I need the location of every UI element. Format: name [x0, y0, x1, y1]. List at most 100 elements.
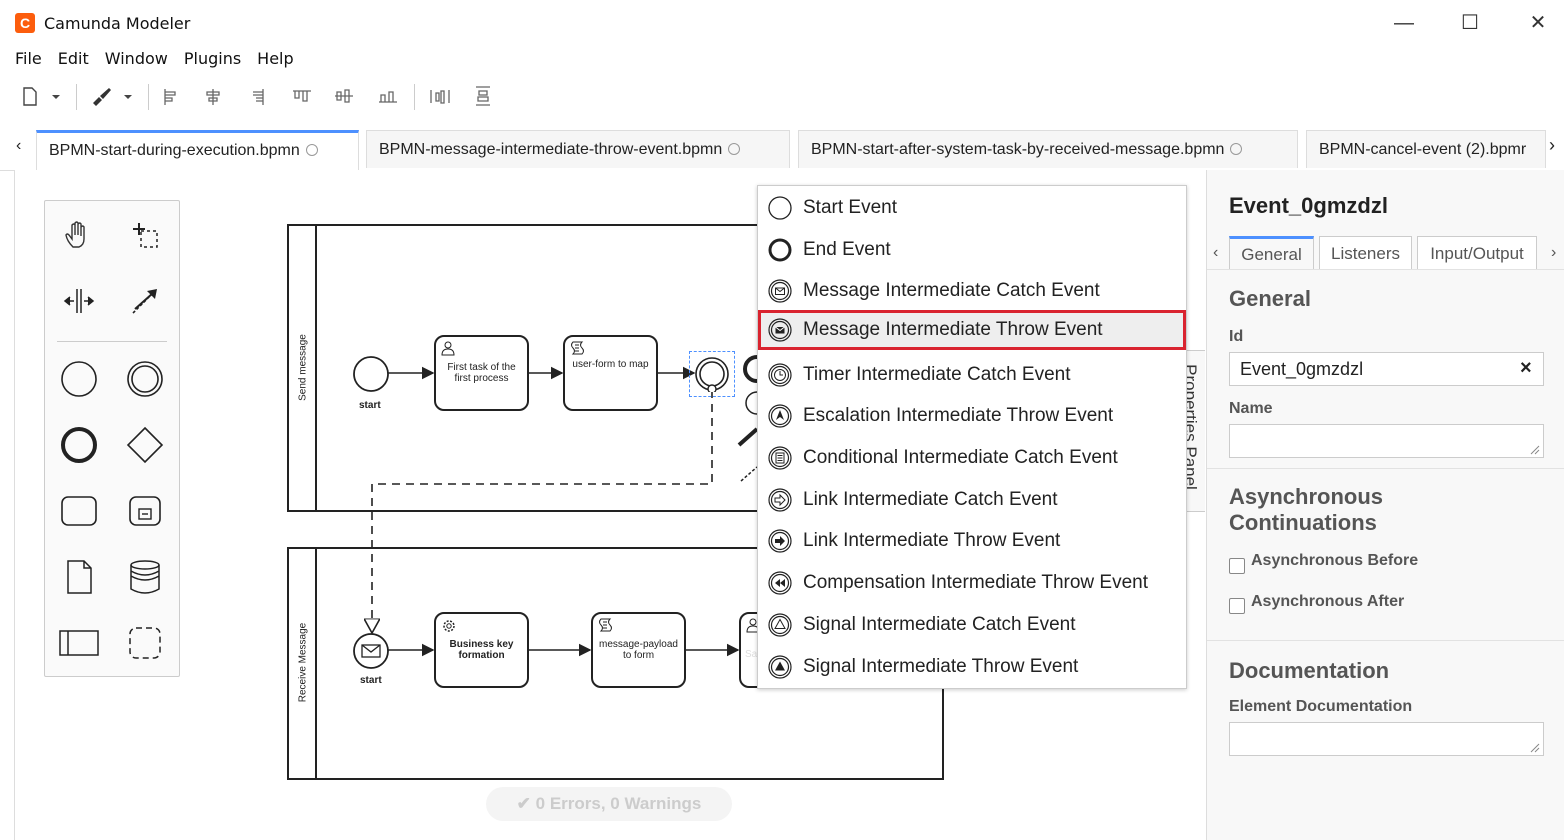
menu-item-compensation-throw[interactable]: Compensation Intermediate Throw Event [758, 563, 1186, 603]
script-task-message-payload[interactable]: message-payload to form [591, 612, 686, 688]
close-button[interactable]: ✕ [1529, 12, 1547, 34]
align-right-icon[interactable] [246, 83, 268, 109]
tab-cancel-event[interactable]: BPMN-cancel-event (2).bpmr [1306, 130, 1546, 168]
toolbar-separator [76, 84, 77, 110]
menu-item-link-catch[interactable]: Link Intermediate Catch Event [758, 480, 1186, 520]
create-intermediate-event-icon[interactable] [123, 357, 167, 401]
async-after-checkbox[interactable] [1229, 598, 1245, 614]
tab-scroll-left-icon[interactable]: ‹ [16, 137, 22, 154]
tab-scroll-right-icon[interactable]: › [1551, 244, 1557, 261]
create-subprocess-icon[interactable] [123, 489, 167, 533]
menu-item-end-event[interactable]: End Event [758, 230, 1186, 270]
tab-listeners[interactable]: Listeners [1319, 236, 1412, 269]
tab-general[interactable]: General [1229, 236, 1314, 269]
task-label: Business key formation [449, 639, 514, 661]
menu-help[interactable]: Help [257, 49, 294, 68]
toolbar-separator [414, 84, 415, 110]
create-pool-icon[interactable] [57, 621, 101, 665]
unsaved-dot-icon [728, 143, 741, 155]
distribute-vertical-icon[interactable] [472, 83, 494, 109]
user-task-first[interactable]: First task of the first process [434, 335, 529, 411]
create-data-store-icon[interactable] [123, 555, 167, 599]
tab-scroll-right-icon[interactable]: › [1549, 135, 1555, 155]
message-start-event-shape[interactable] [352, 632, 390, 670]
new-file-dropdown-icon[interactable] [50, 83, 62, 109]
menu-window[interactable]: Window [104, 49, 168, 68]
task-label: Sa [745, 648, 758, 660]
element-documentation-field[interactable] [1229, 722, 1544, 756]
task-label: message-payload to form [599, 639, 678, 661]
create-task-icon[interactable] [57, 489, 101, 533]
menu-item-label: Message Intermediate Catch Event [803, 280, 1100, 301]
tab-bar: ‹ BPMN-start-during-execution.bpmn BPMN-… [0, 127, 1564, 171]
hand-tool-icon[interactable] [57, 213, 101, 257]
minimize-button[interactable]: — [1394, 12, 1414, 34]
start-event-icon [768, 196, 792, 220]
menu-item-start-event[interactable]: Start Event [758, 188, 1186, 228]
tab-input-output[interactable]: Input/Output [1417, 236, 1537, 269]
menu-item-message-throw[interactable]: Message Intermediate Throw Event [758, 310, 1186, 350]
timer-icon [768, 363, 792, 387]
section-documentation: Documentation [1229, 658, 1390, 683]
menu-item-label: Message Intermediate Throw Event [803, 319, 1103, 340]
link-catch-icon [768, 488, 792, 512]
menu-item-link-throw[interactable]: Link Intermediate Throw Event [758, 521, 1186, 561]
tab-start-during-execution[interactable]: BPMN-start-during-execution.bpmn [36, 130, 359, 171]
align-center-icon[interactable] [202, 83, 224, 109]
color-dropdown-icon[interactable] [122, 83, 134, 109]
clear-icon[interactable]: × [1520, 357, 1532, 379]
menu-file[interactable]: File [15, 49, 42, 68]
create-end-event-icon[interactable] [57, 423, 101, 467]
tool-palette [44, 200, 180, 677]
menu-item-signal-catch[interactable]: Signal Intermediate Catch Event [758, 605, 1186, 645]
tab-scroll-left-icon[interactable]: ‹ [1213, 244, 1219, 261]
divider [1207, 468, 1564, 469]
create-start-event-icon[interactable] [57, 357, 101, 401]
end-event-icon [768, 238, 792, 262]
signal-throw-icon [768, 655, 792, 679]
resize-handle-icon[interactable] [1530, 743, 1540, 753]
menu-item-signal-throw[interactable]: Signal Intermediate Throw Event [758, 647, 1186, 687]
id-field[interactable]: Event_0gmzdzl × [1229, 352, 1544, 386]
menu-item-conditional-catch[interactable]: Conditional Intermediate Catch Event [758, 438, 1186, 478]
global-connect-tool-icon[interactable] [123, 279, 167, 323]
resize-handle-icon[interactable] [1530, 445, 1540, 455]
app-logo-icon: C [15, 13, 35, 33]
maximize-button[interactable]: ☐ [1461, 12, 1479, 34]
element-id-title: Event_0gmzdzl [1229, 193, 1388, 218]
tab-start-after-system-task[interactable]: BPMN-start-after-system-task-by-received… [798, 130, 1298, 168]
section-async-line2: Continuations [1229, 510, 1377, 535]
tab-message-intermediate-throw[interactable]: BPMN-message-intermediate-throw-event.bp… [366, 130, 790, 168]
menu-item-escalation-throw[interactable]: Escalation Intermediate Throw Event [758, 396, 1186, 436]
conditional-icon [768, 446, 792, 470]
name-field[interactable] [1229, 424, 1544, 458]
create-data-object-icon[interactable] [57, 555, 101, 599]
script-task-user-form[interactable]: user-form to map [563, 335, 658, 411]
align-top-icon[interactable] [290, 83, 314, 109]
menu-item-label: Link Intermediate Throw Event [803, 530, 1061, 551]
service-task-business-key[interactable]: Business key formation [434, 612, 529, 688]
menu-item-label: Timer Intermediate Catch Event [803, 364, 1071, 385]
lint-status[interactable]: ✔ 0 Errors, 0 Warnings [486, 787, 732, 821]
distribute-horizontal-icon[interactable] [428, 83, 452, 109]
menu-edit[interactable]: Edit [57, 49, 89, 68]
start-event-shape[interactable] [352, 355, 390, 393]
space-tool-icon[interactable] [57, 279, 101, 323]
lasso-tool-icon[interactable] [123, 213, 167, 257]
align-left-icon[interactable] [160, 83, 182, 109]
signal-catch-icon [768, 613, 792, 637]
start-event-label: start [359, 400, 381, 411]
tab-label: BPMN-start-after-system-task-by-received… [811, 141, 1225, 158]
color-brush-icon[interactable] [90, 83, 114, 109]
create-gateway-icon[interactable] [123, 423, 167, 467]
intermediate-event-selected[interactable] [694, 356, 730, 392]
align-middle-icon[interactable] [332, 83, 356, 109]
menu-item-timer-catch[interactable]: Timer Intermediate Catch Event [758, 355, 1186, 395]
context-pad-partial[interactable] [737, 355, 759, 485]
create-group-icon[interactable] [123, 621, 167, 665]
new-file-icon[interactable] [20, 83, 40, 109]
async-before-checkbox[interactable] [1229, 558, 1245, 574]
menu-item-message-catch[interactable]: Message Intermediate Catch Event [758, 271, 1186, 311]
menu-plugins[interactable]: Plugins [183, 49, 242, 68]
align-bottom-icon[interactable] [376, 83, 400, 109]
